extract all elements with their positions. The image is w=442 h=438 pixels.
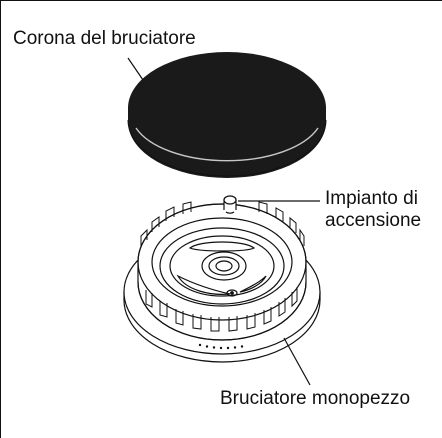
flame-ports: [140, 201, 305, 332]
leader-line-burner: [283, 337, 311, 386]
leader-line-cap: [127, 57, 144, 81]
ignition-label-line1: Impianto di: [325, 188, 418, 209]
ignition-label-line2: accensione: [325, 210, 422, 231]
burner-base-label: Bruciatore monopezzo: [220, 388, 411, 409]
burner-base: [123, 195, 321, 363]
burner-cap-label: Corona del bruciatore: [13, 28, 196, 49]
burner-cap: [127, 52, 327, 178]
base-holes: [198, 343, 244, 350]
